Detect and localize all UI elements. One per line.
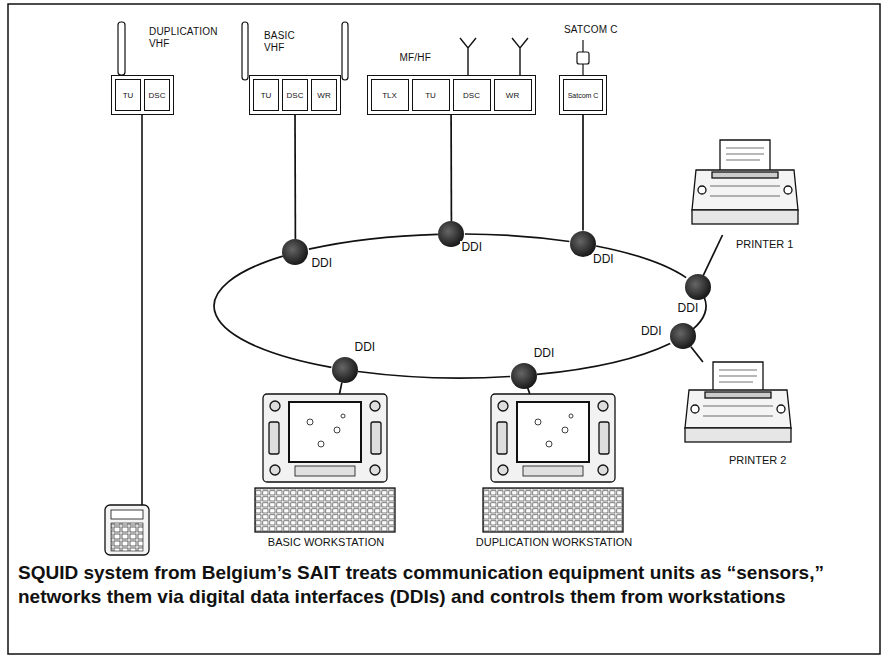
equipment-box: BASIC VHFTUDSCWR [249, 75, 341, 115]
ddi-label: DDI [640, 325, 663, 338]
workstation-illustration [483, 394, 623, 532]
workstation-illustration [255, 394, 395, 532]
equipment-heading: MF/HF [400, 52, 432, 64]
ddi-node: DDI [332, 357, 358, 383]
ddi-label: DDI [592, 253, 615, 266]
ddi-node: DDI [685, 274, 711, 300]
hf-antennas [460, 38, 528, 76]
network-link [528, 388, 530, 394]
device-label: DUPLICATION WORKSTATION [463, 536, 645, 549]
unit-box: TU [253, 79, 279, 111]
unit-box: DSC [144, 79, 170, 111]
printer-illustration [685, 362, 791, 442]
equipment-heading: DUPLICATION VHF [149, 26, 229, 50]
unit-box: TLX [371, 79, 409, 111]
device-label: PRINTER 2 [728, 454, 787, 467]
device-label: BASIC WORKSTATION [235, 536, 417, 549]
ddi-label: DDI [533, 347, 556, 360]
figure-frame [8, 4, 880, 654]
ring-segment [309, 234, 438, 249]
antenna-rods [118, 22, 348, 80]
unit-box: TU [115, 79, 141, 111]
unit-label: TU [261, 91, 272, 100]
ddi-label: DDI [310, 257, 333, 270]
printer: PRINTER 2 [683, 362, 793, 452]
ring-segment [537, 343, 670, 374]
equipment-box: DUPLICATION VHFTUDSC [111, 75, 174, 115]
unit-box: DSC [453, 79, 491, 111]
handset-wire [141, 115, 143, 505]
ddi-node: DDI [282, 239, 308, 265]
network-link [691, 347, 703, 362]
ddi-node: DDI [670, 323, 696, 349]
figure-caption: SQUID system from Belgium’s SAIT treats … [18, 561, 870, 609]
unit-label: TU [123, 91, 134, 100]
ddi-node: DDI [570, 231, 596, 257]
ddi-label: DDI [460, 241, 483, 254]
unit-box: WR [311, 79, 337, 111]
unit-label: TU [425, 91, 436, 100]
workstation: BASIC WORKSTATION [255, 394, 395, 534]
ddi-label: DDI [354, 341, 377, 354]
unit-label: WR [506, 91, 519, 100]
network-link [450, 115, 452, 221]
unit-label: DSC [287, 91, 304, 100]
vhf-handset [105, 505, 149, 555]
unit-box: TU [412, 79, 450, 111]
unit-label: WR [317, 91, 330, 100]
equipment-box: MF/HFTLXTUDSCWR [367, 75, 536, 115]
unit-box: WR [494, 79, 532, 111]
ddi-node: DDI [511, 363, 537, 389]
network-link [294, 115, 296, 240]
ring-segment [214, 256, 331, 367]
workstation: DUPLICATION WORKSTATION [483, 394, 623, 534]
unit-label: DSC [463, 91, 480, 100]
printer: PRINTER 1 [690, 140, 800, 235]
ring-segment [358, 372, 510, 379]
network-link [703, 235, 722, 276]
equipment-heading: SATCOM C [564, 24, 618, 36]
ddi-node: DDI [438, 221, 464, 247]
unit-box: DSC [282, 79, 308, 111]
unit-label: DSC [149, 91, 166, 100]
unit-box: Satcom C [563, 79, 603, 111]
equipment-heading: BASIC VHF [264, 30, 310, 54]
device-label: PRINTER 1 [735, 238, 794, 251]
printer-illustration [692, 140, 798, 224]
unit-label: TLX [382, 91, 397, 100]
network-link [582, 115, 584, 231]
unit-label: Satcom C [568, 92, 599, 99]
equipment-box: SATCOM CSatcom C [559, 75, 607, 115]
ddi-label: DDI [677, 302, 700, 315]
satcom-antenna [577, 40, 589, 77]
network-link [340, 382, 342, 394]
